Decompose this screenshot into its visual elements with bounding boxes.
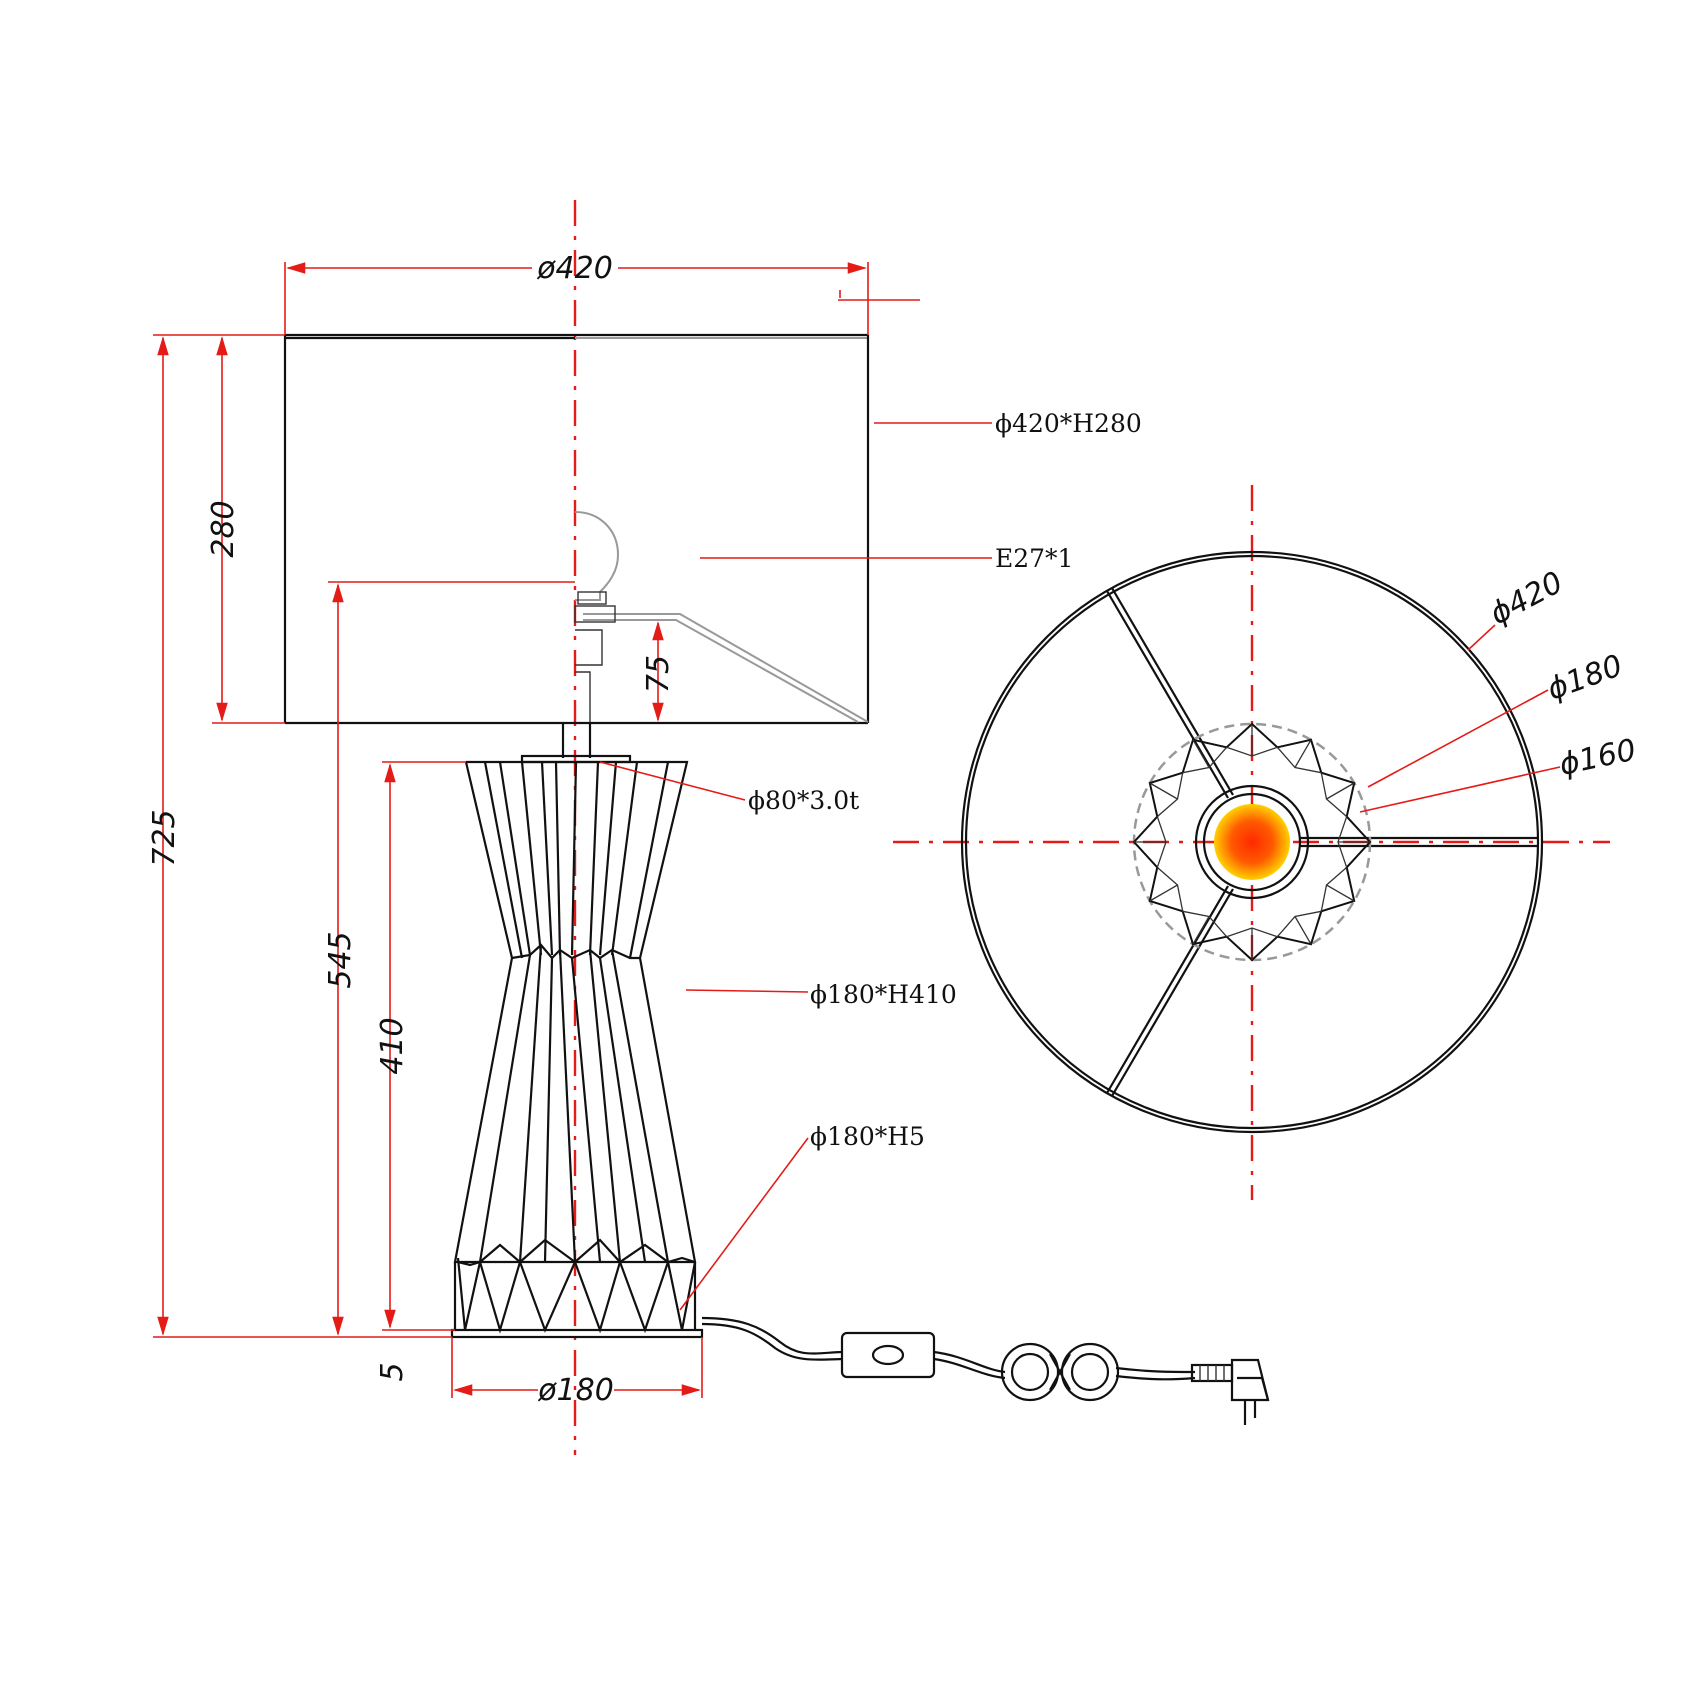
- euro-plug-icon: [1190, 1358, 1270, 1425]
- bulb-top-view: [1214, 804, 1290, 880]
- faceted-lamp-body: [453, 754, 697, 1334]
- dim-label-socket-height: 545: [323, 931, 358, 988]
- dim-label-shade-height: 280: [206, 500, 241, 557]
- star-facet-ridge: [1149, 782, 1178, 800]
- shade-outline-circle: [960, 550, 1544, 1134]
- bulb-socket: [574, 511, 620, 722]
- socket-ring-inner: [1202, 792, 1302, 892]
- dim-label-shade-diameter: ø420: [536, 251, 613, 286]
- leader-notes: ϕ420*H280 E27*1 ϕ80*3.0t ϕ180*H410 ϕ180*…: [599, 409, 1142, 1311]
- faceted-body-ring: [1132, 722, 1372, 962]
- dim-label-inner-diameter: ϕ160: [1556, 733, 1639, 783]
- top-view-leaders: ϕ420 ϕ180 ϕ160: [1359, 565, 1639, 813]
- star-facet-ridge: [1326, 884, 1355, 902]
- socket-ring-outer: [1194, 784, 1310, 900]
- dim-label-outer-diameter: ϕ420: [1484, 565, 1568, 632]
- base-plate: [450, 1328, 704, 1339]
- frame-spokes: [1106, 587, 1538, 1097]
- star-facet-ridge: [1326, 782, 1355, 800]
- lamp-shade: [283, 333, 870, 725]
- dim-shade-height: 280: [206, 336, 285, 724]
- dim-label-base-diameter: ø180: [537, 1373, 614, 1408]
- dim-total-height: 725: [147, 334, 452, 1338]
- dim-label-mid-diameter: ϕ180: [1543, 648, 1627, 707]
- note-body: ϕ180*H410: [810, 980, 957, 1009]
- inline-switch-icon: [840, 1331, 936, 1379]
- dim-label-socket-offset: 75: [641, 655, 676, 693]
- dim-label-base-thickness: 5: [375, 1362, 410, 1381]
- star-facet-ridge: [1192, 916, 1210, 945]
- top-view: ϕ420 ϕ180 ϕ160: [893, 485, 1639, 1200]
- star-facet-ridge: [1192, 739, 1210, 768]
- dim-label-body-height: 410: [375, 1017, 410, 1074]
- star-facet-ridge: [1149, 884, 1178, 902]
- dim-shade-diameter: ø420: [284, 251, 920, 335]
- side-view: ø420 725 280 545 75: [147, 200, 1270, 1455]
- dim-base-diameter: ø180: [451, 1337, 703, 1408]
- note-tube: ϕ80*3.0t: [748, 786, 859, 815]
- star-facet-ridge: [1294, 739, 1312, 768]
- note-bulb: E27*1: [995, 544, 1073, 573]
- connecting-rod: [561, 723, 592, 758]
- dim-body-height: 410: [375, 761, 466, 1331]
- dim-socket-height: 545: [323, 581, 575, 1336]
- star-facet-ridge: [1294, 916, 1312, 945]
- coiled-cord-icon: [1000, 1342, 1120, 1402]
- power-cord: [701, 1316, 1270, 1425]
- dim-label-total-height: 725: [147, 809, 182, 866]
- dim-socket-offset: 75: [641, 621, 676, 722]
- note-shade: ϕ420*H280: [995, 409, 1142, 438]
- note-base: ϕ180*H5: [810, 1122, 925, 1151]
